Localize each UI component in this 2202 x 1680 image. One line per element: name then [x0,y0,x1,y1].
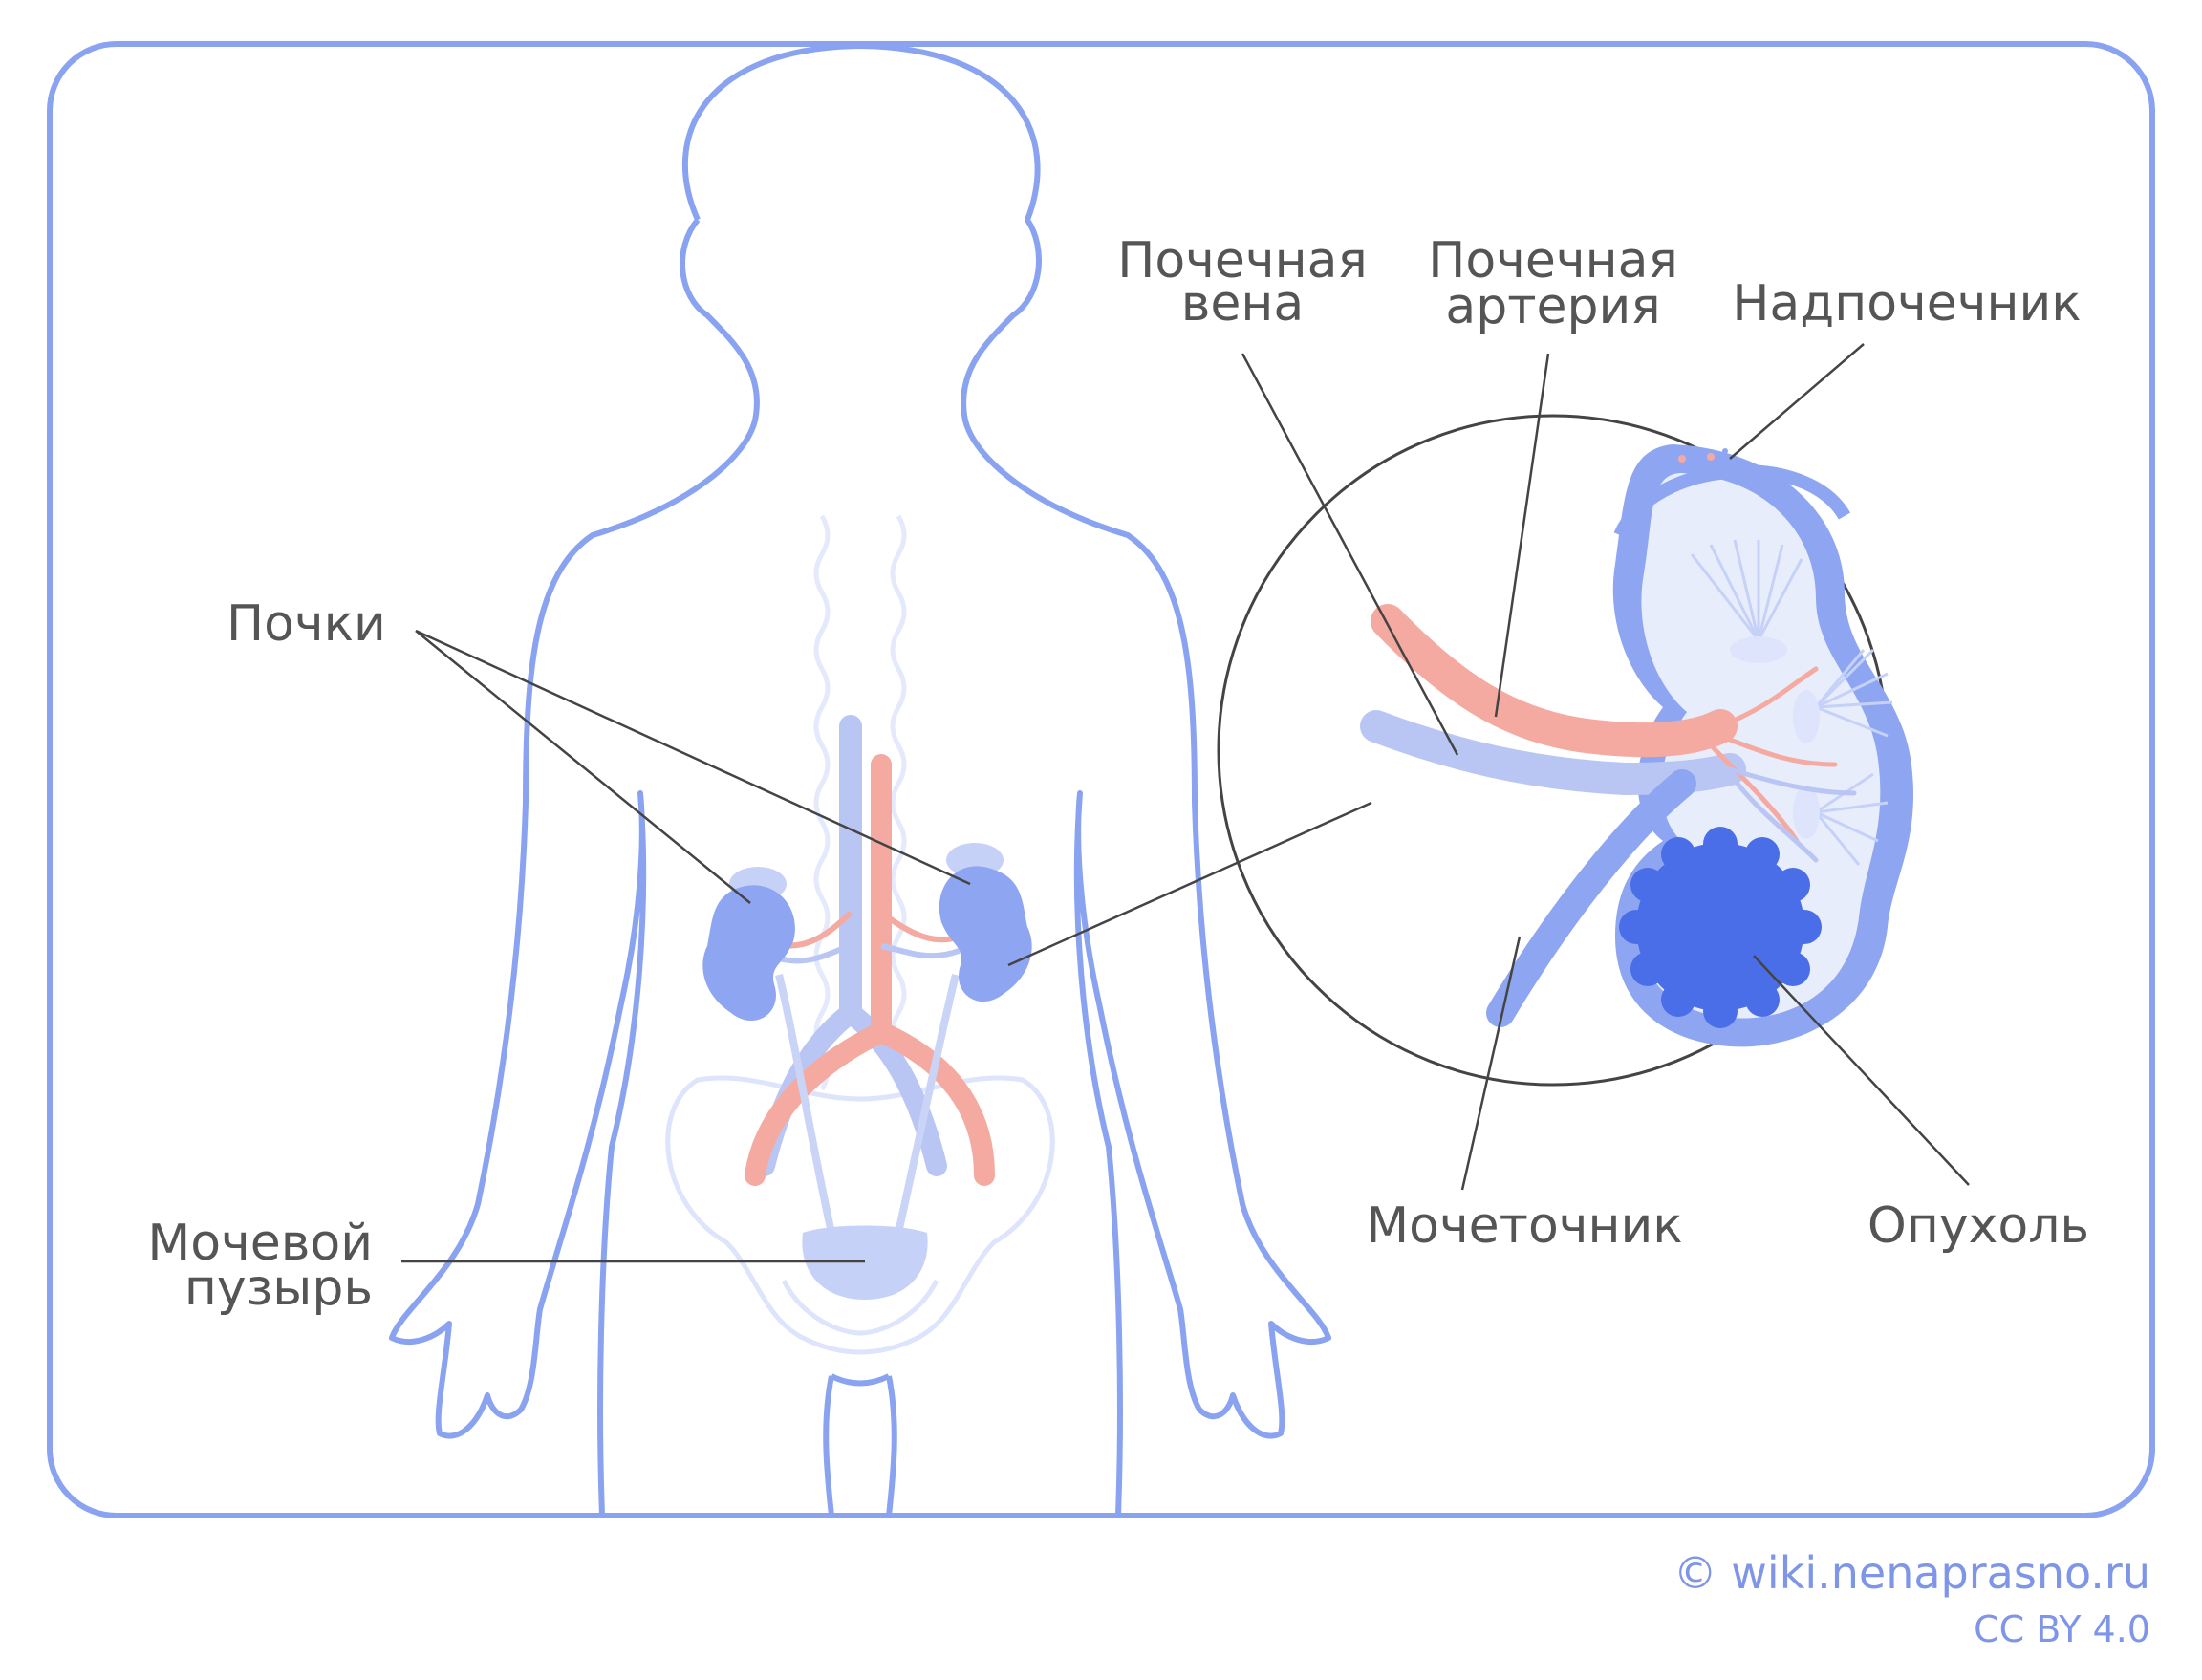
small-ureters [775,974,960,1234]
spine [813,514,907,1091]
leader-renal-artery [1494,353,1550,718]
label-tumor: Опухоль [1867,1197,2089,1255]
leader-tumor [1753,955,1970,1186]
label-renal-artery-line2: артерия [1445,278,1660,335]
label-renal-vein-line1: Почечная [1117,232,1368,290]
label-renal-artery-line1: Почечная [1428,232,1678,290]
leader-lines [401,343,1970,1263]
kidney-right-small [702,867,795,1022]
leader-kidney-left [415,629,971,886]
renal-vessels-small [767,910,972,964]
tumor [1619,827,1822,1028]
label-renal-vein-line2: вена [1181,275,1305,333]
label-kidneys: Почки [227,595,386,653]
label-bladder-line1: Мочевой [147,1215,373,1272]
leader-zoom [1007,801,1372,967]
frame [47,41,2155,1518]
kidney-left-small [939,843,1032,1002]
leader-adrenal [1729,343,1865,460]
credit-license: CC BY 4.0 [1974,1608,2150,1650]
leader-renal-vein [1241,353,1459,756]
label-adrenal: Надпочечник [1732,275,2081,333]
aorta [745,754,995,1186]
leader-ureter [1460,936,1522,1191]
zoomed-vessels [1360,604,1857,1027]
label-ureter: Мочеточник [1366,1197,1682,1255]
credit-site: © wiki.nenaprasno.ru [1673,1547,2150,1599]
leader-kidney-right [415,630,751,904]
body-silhouette [389,43,1331,1517]
label-bladder-line2: пузырь [184,1260,373,1317]
pelvis [665,1075,1055,1355]
